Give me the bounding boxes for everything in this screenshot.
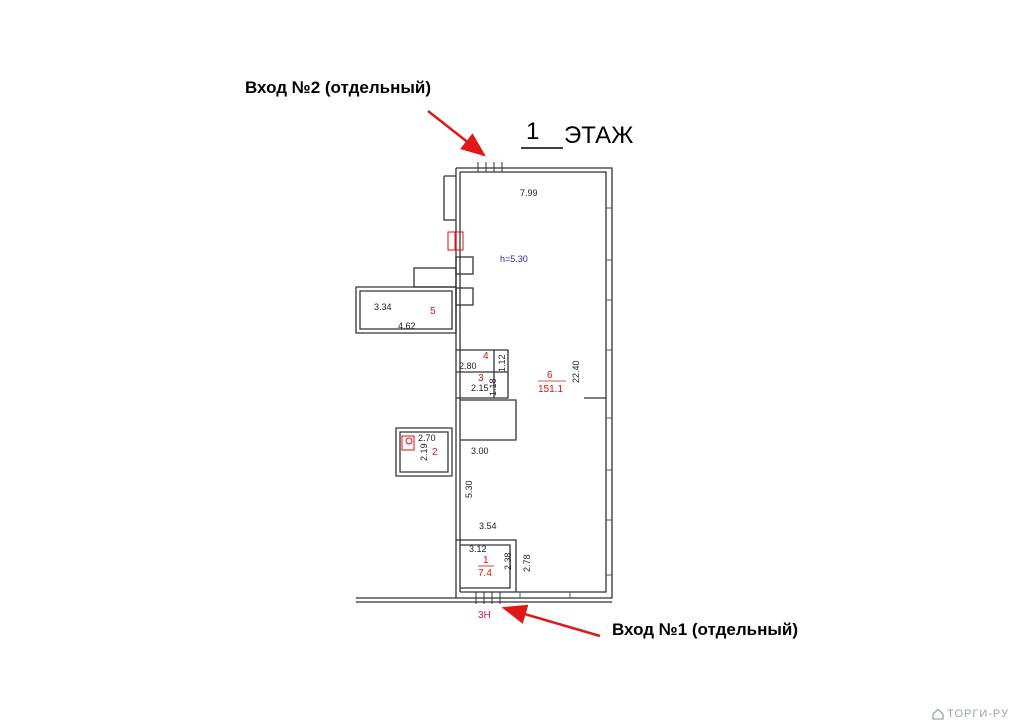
dim-top-width: 7.99 <box>520 188 538 198</box>
door-entrance-2 <box>477 162 503 172</box>
logo: ТОРГИ-РУ <box>932 708 1009 720</box>
dim-room1-width: 3.12 <box>469 544 487 554</box>
entrance-1-arrow <box>501 604 601 638</box>
dim-room1-depth: 2.38 <box>503 552 513 570</box>
dim-room3-depth: 1.18 <box>488 378 498 396</box>
room-6-number: 6 <box>547 370 553 381</box>
room-6-area: 151.1 <box>538 384 563 395</box>
floor-heading-word: ЭТАЖ <box>564 122 634 149</box>
room-1-area: 7.4 <box>478 568 492 579</box>
room-1-number: 1 <box>483 555 489 566</box>
house-icon <box>932 708 944 720</box>
dim-room2-width: 2.70 <box>418 433 436 443</box>
entrance-2-label: Вход №2 (отдельный) <box>245 78 432 97</box>
entry-mark: 3Н <box>478 610 491 621</box>
entrance-1-label: Вход №1 (отдельный) <box>612 620 799 639</box>
logo-text: ТОРГИ-РУ <box>947 708 1009 720</box>
window-markers <box>519 207 612 598</box>
dim-vestibule-outer-width: 3.54 <box>479 521 497 531</box>
dim-room5-length: 4.62 <box>398 321 416 331</box>
dim-room5-width: 3.34 <box>374 302 392 312</box>
room-3-number: 3 <box>478 373 484 384</box>
ceiling-height-label: h=5.30 <box>500 254 528 264</box>
dim-vestibule-depth: 2.78 <box>522 554 532 572</box>
floor-number: 1 <box>526 118 540 145</box>
dim-room4-depth: 1.12 <box>497 354 507 372</box>
room-5-number: 5 <box>430 306 436 317</box>
dim-room3-width: 2.15 <box>471 383 489 393</box>
door-entrance-1 <box>475 592 501 604</box>
room-2-number: 2 <box>432 447 438 458</box>
entrance-2-arrow <box>427 110 486 157</box>
dim-corridor-length: 5.30 <box>464 480 474 498</box>
room-4-number: 4 <box>483 351 489 362</box>
dim-middle-width: 3.00 <box>471 446 489 456</box>
dim-right-length: 22.40 <box>571 360 581 383</box>
dim-room2-depth: 2.19 <box>419 443 429 461</box>
dim-room4-width: 2.80 <box>459 361 477 371</box>
plumbing-fixtures <box>401 231 464 451</box>
